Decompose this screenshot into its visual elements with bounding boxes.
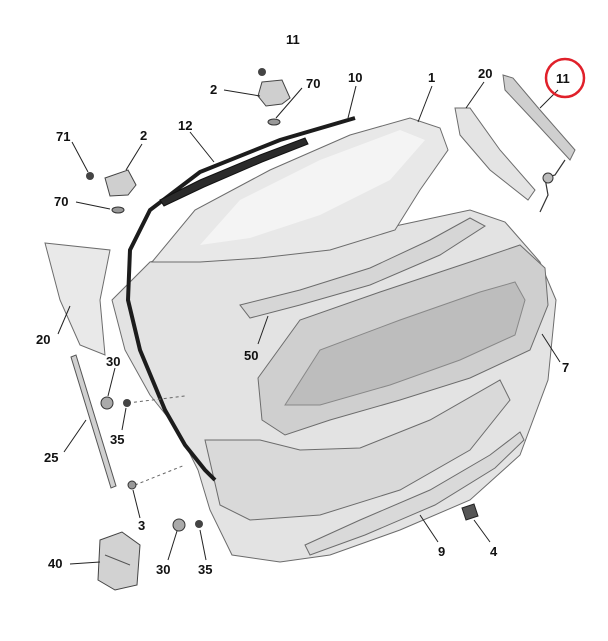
- bolt-top: [258, 68, 266, 76]
- leader-30-upper: [107, 367, 116, 397]
- control-module-detail: [104, 554, 131, 566]
- label-4: 4: [490, 544, 498, 559]
- washer-left: [111, 206, 125, 214]
- leader-71: [71, 141, 89, 173]
- label-35-upper: 35: [110, 432, 124, 447]
- grommet-upper: [100, 396, 114, 410]
- leader-10: [347, 85, 357, 119]
- label-11-circled: 11: [556, 71, 570, 86]
- brake-light-wire: [539, 159, 566, 213]
- brake-light-connector: [542, 172, 554, 184]
- grommet-lower: [172, 518, 186, 532]
- label-9: 9: [438, 544, 445, 559]
- label-1: 1: [428, 70, 435, 85]
- lower-garnish-strip: [304, 431, 525, 556]
- leader-20-left: [57, 305, 71, 335]
- leader-50: [257, 315, 269, 345]
- label-20-right: 20: [478, 66, 492, 81]
- leader-2-top: [223, 89, 261, 97]
- leader-70-left: [75, 201, 111, 210]
- label-20-left: 20: [36, 332, 50, 347]
- tailgate-lower-lip: [204, 379, 511, 521]
- label-3: 3: [138, 518, 145, 533]
- clip: [461, 503, 479, 521]
- leader-4: [473, 519, 491, 543]
- label-11-top-cut: 11: [286, 32, 300, 47]
- tailgate-inner-recess: [284, 281, 526, 406]
- leader-35-lower: [199, 529, 207, 561]
- label-40: 40: [48, 556, 62, 571]
- label-30-lower: 30: [156, 562, 170, 577]
- label-7: 7: [562, 360, 569, 375]
- label-35-lower: 35: [198, 562, 212, 577]
- gas-strut: [70, 354, 117, 489]
- tailgate-seal: [125, 116, 356, 482]
- gas-strut-guide-lower: [134, 464, 186, 486]
- leader-11: [539, 89, 559, 109]
- washer-top: [267, 118, 281, 126]
- leader-20-right: [465, 81, 485, 109]
- ball-stud: [127, 480, 137, 490]
- label-10: 10: [348, 70, 362, 85]
- label-2-left: 2: [140, 128, 147, 143]
- highlight-circle-11: [544, 57, 586, 99]
- label-12: 12: [178, 118, 192, 133]
- screw-upper: [123, 399, 131, 407]
- leader-70-top: [275, 87, 303, 119]
- leader-35-upper: [121, 407, 127, 431]
- leader-12: [189, 131, 215, 163]
- label-30-upper: 30: [106, 354, 120, 369]
- label-71: 71: [56, 129, 70, 144]
- label-70-left: 70: [54, 194, 68, 209]
- bolt-left: [86, 172, 94, 180]
- label-70-top: 70: [306, 76, 320, 91]
- screw-lower: [195, 520, 203, 528]
- leader-3: [132, 489, 141, 519]
- brake-light-bar: [502, 74, 576, 161]
- label-50: 50: [244, 348, 258, 363]
- inner-trim-bar: [239, 217, 486, 319]
- leader-9: [419, 514, 439, 543]
- leader-25: [63, 419, 87, 453]
- spoiler-strip: [159, 137, 309, 207]
- hinge-top: [257, 79, 291, 107]
- right-trim-panel: [454, 107, 536, 201]
- hinge-left: [104, 169, 137, 197]
- label-2-top: 2: [210, 82, 217, 97]
- leader-2-left: [125, 143, 143, 171]
- glass-reflection: [200, 130, 425, 245]
- label-25: 25: [44, 450, 58, 465]
- leader-40: [69, 561, 101, 565]
- leader-30-lower: [167, 530, 178, 561]
- left-trim-panel: [44, 242, 111, 356]
- leader-7: [541, 333, 561, 363]
- leader-1: [417, 85, 433, 123]
